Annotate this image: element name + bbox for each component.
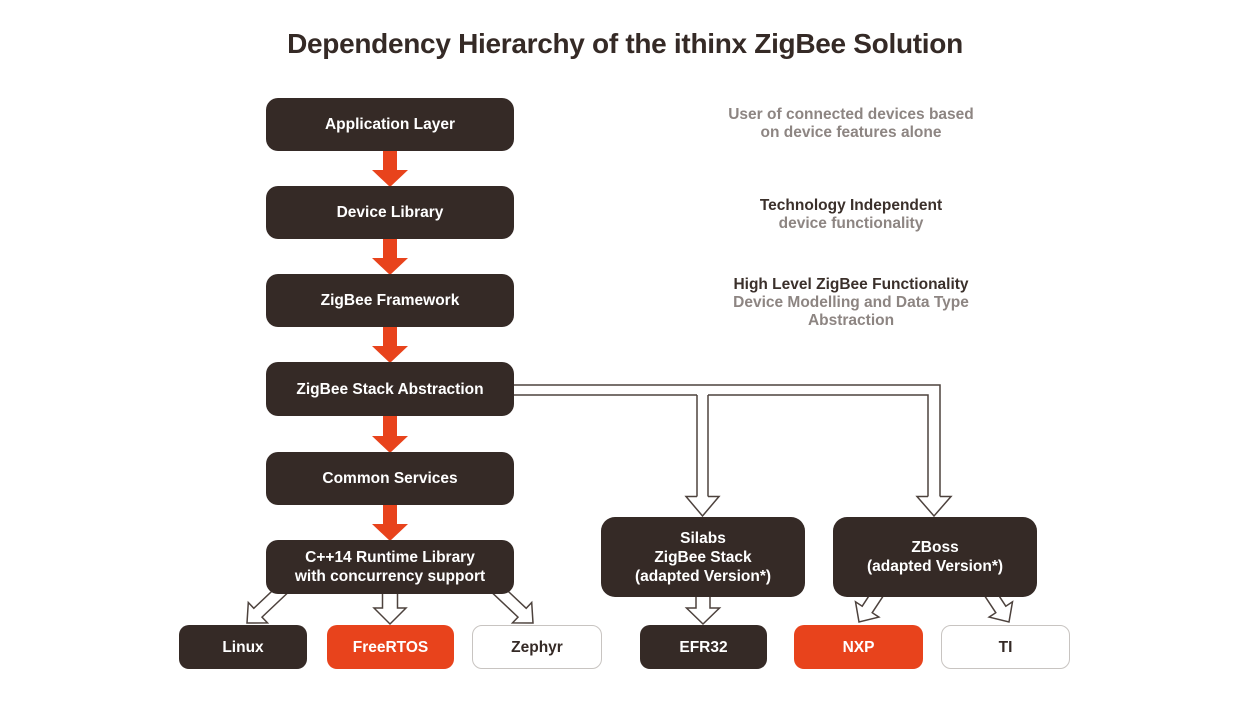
box-silabs-line1: Silabs	[680, 529, 726, 547]
box-nxp: NXP	[794, 625, 923, 669]
annotation-line: Abstraction	[807, 312, 895, 329]
box-zboss-line2: (adapted Version*)	[866, 558, 1004, 575]
diagram-title: Dependency Hierarchy of the ithinx ZigBe…	[287, 28, 963, 59]
annotation-zigbee-framework: High Level ZigBee Functionality Device M…	[681, 276, 1021, 330]
box-zephyr-label: Zephyr	[511, 638, 563, 656]
box-common-services-label: Common Services	[322, 470, 458, 487]
box-application-layer-label: Application Layer	[324, 116, 456, 133]
annotation-line: on device features alone	[760, 124, 942, 141]
box-zigbee-stack-abstraction: ZigBee Stack Abstraction	[266, 362, 514, 416]
annotation-line: User of connected devices based	[728, 106, 974, 123]
pipe-arrowhead-silabs	[684, 495, 721, 518]
box-efr32: EFR32	[640, 625, 767, 669]
annotation-line: Device Modelling and Data Type	[733, 294, 969, 311]
box-linux-label: Linux	[222, 638, 264, 656]
box-cpp14-line1: C++14 Runtime Library	[305, 549, 475, 566]
box-zephyr: Zephyr	[472, 625, 602, 669]
arrow-abstraction-to-common	[372, 415, 408, 453]
box-zigbee-stack-abstraction-label: ZigBee Stack Abstraction	[296, 380, 484, 398]
box-cpp14-runtime-library: C++14 Runtime Library with concurrency s…	[266, 540, 514, 594]
box-silabs-line2: ZigBee Stack	[654, 548, 752, 566]
arrow-silabs-to-efr32	[684, 593, 722, 626]
arrow-cpp14-to-linux	[246, 583, 289, 624]
box-efr32-label: EFR32	[679, 638, 728, 656]
box-freertos: FreeRTOS	[327, 625, 454, 669]
box-common-services: Common Services	[266, 452, 514, 505]
box-silabs-line3: (adapted Version*)	[634, 567, 772, 585]
annotation-device-library: Technology Independent device functional…	[681, 197, 1021, 233]
annotation-line: High Level ZigBee Functionality	[733, 276, 969, 293]
box-silabs-zigbee-stack: Silabs ZigBee Stack (adapted Version*)	[601, 517, 805, 597]
pipe-abstraction-bottom-mid	[708, 394, 929, 497]
box-ti: TI	[941, 625, 1070, 669]
arrow-application-to-device	[372, 150, 408, 187]
box-application-layer: Application Layer	[266, 98, 514, 151]
box-cpp14-line2: with concurrency support	[294, 568, 486, 585]
arrow-cpp14-to-freertos	[372, 590, 408, 626]
box-nxp-label: NXP	[842, 638, 875, 656]
box-freertos-label: FreeRTOS	[352, 638, 429, 656]
box-device-library: Device Library	[266, 186, 514, 239]
arrow-common-to-cpp14	[372, 504, 408, 541]
box-device-library-label: Device Library	[336, 204, 444, 221]
box-zboss-stack: ZBoss (adapted Version*)	[833, 517, 1037, 597]
arrow-framework-to-abstraction	[372, 326, 408, 363]
box-zigbee-framework: ZigBee Framework	[266, 274, 514, 327]
arrow-zboss-to-nxp	[854, 588, 885, 623]
pipe-arrowhead-zboss	[915, 495, 953, 518]
box-zboss-line1: ZBoss	[911, 539, 959, 556]
annotation-line: device functionality	[778, 215, 924, 232]
arrow-device-to-framework	[372, 238, 408, 275]
pipe-abstraction-top	[512, 384, 941, 497]
annotation-application-layer: User of connected devices based on devic…	[681, 106, 1021, 142]
annotation-line: Technology Independent	[759, 197, 943, 214]
box-ti-label: TI	[998, 638, 1013, 656]
box-linux: Linux	[179, 625, 307, 669]
box-zigbee-framework-label: ZigBee Framework	[320, 292, 460, 309]
